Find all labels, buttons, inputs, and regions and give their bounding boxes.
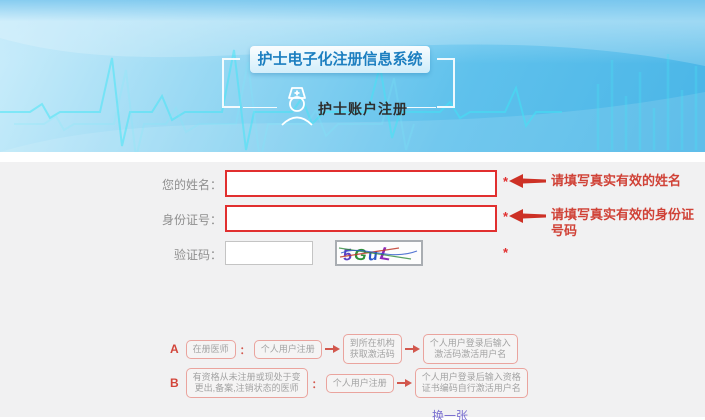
frame-bracket-left-icon [222, 58, 240, 108]
flow-a-step-3: 到所在机构 获取激活码 [342, 334, 402, 364]
flow-b-step-2: 个人用户注册 [325, 373, 394, 393]
captcha-input[interactable] [225, 241, 313, 265]
name-hint-arrow-icon [509, 174, 546, 188]
captcha-label: 验证码： [173, 248, 222, 262]
captcha-image: 5GuL [335, 240, 423, 266]
connector-line-right [402, 107, 436, 108]
flow-b-separator: ： [311, 379, 322, 391]
banner-subtitle: 护士账户注册 [318, 101, 408, 117]
flow-row-b: B 有资格从未注册或现处于变 更出,备案,注销状态的医师 ： 个人用户注册 个人… [170, 368, 528, 398]
system-title: 护士电子化注册信息系统 [250, 46, 430, 73]
id-hint: 请填写真实有效的身份证号码 [551, 207, 695, 238]
name-hint: 请填写真实有效的姓名 [551, 173, 682, 188]
flow-b-label: B [170, 376, 179, 390]
flow-b-step-3: 个人用户登录后输入资格 证书编码自行激活用户名 [414, 368, 528, 398]
ecg-heartbeat-icon [0, 0, 705, 152]
name-input[interactable] [225, 170, 497, 197]
flow-a-step-2: 个人用户注册 [253, 339, 322, 359]
name-label: 您的姓名： [161, 178, 222, 192]
id-label: 身份证号： [161, 213, 222, 227]
id-input[interactable] [225, 205, 497, 232]
captcha-required-asterisk: * [503, 245, 509, 260]
flow-arrow-right-icon [396, 379, 412, 387]
registration-form: 您的姓名： * 请填写真实有效的姓名 身份证号： * 请填写真实有效的身份证号码… [0, 162, 705, 420]
frame-bracket-right-icon [437, 58, 455, 108]
name-required-asterisk: * [503, 174, 509, 189]
flow-a-separator: ： [239, 345, 250, 357]
captcha-noise-lines-icon [338, 247, 418, 260]
flow-arrow-right-icon [404, 345, 420, 353]
flow-row-a: A 在册医师 ： 个人用户注册 到所在机构 获取激活码 个人用户登录后输入 激活… [170, 334, 518, 364]
banner: 护士电子化注册信息系统 护士账户注册 [0, 0, 705, 152]
id-required-asterisk: * [503, 209, 509, 224]
flow-a-step-4: 个人用户登录后输入 激活码激活用户名 [422, 334, 518, 364]
connector-line-left [243, 107, 277, 108]
flow-a-step-1: 在册医师 [185, 339, 236, 359]
nurse-icon [281, 87, 313, 126]
captcha-refresh-link[interactable]: 换一张 [432, 409, 469, 420]
id-hint-arrow-icon [509, 209, 546, 223]
flow-arrow-right-icon [324, 345, 340, 353]
flow-a-label: A [170, 342, 179, 356]
flow-b-step-1: 有资格从未注册或现处于变 更出,备案,注销状态的医师 [185, 368, 308, 398]
